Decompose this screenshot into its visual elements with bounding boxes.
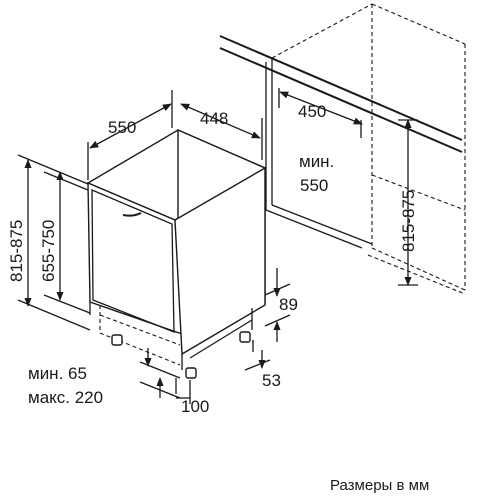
dim-niche-min-label: мин.	[299, 152, 334, 171]
niche-outline	[219, 3, 466, 295]
dim-plinth-min: мин. 65	[28, 364, 87, 383]
dim-plinth-89: 89	[279, 295, 298, 314]
dim-foot-100: 100	[181, 397, 209, 416]
dim-height-total: 815-875	[7, 220, 26, 282]
dim-height-door: 655-750	[39, 220, 58, 282]
dishwasher-dimension-lines	[17, 90, 291, 404]
dishwasher-body	[86, 128, 267, 379]
units-caption: Размеры в мм	[330, 477, 429, 494]
dim-niche-min-550: 550	[300, 176, 328, 195]
dim-plinth-53: 53	[262, 371, 281, 390]
dim-niche-depth-450: 450	[298, 102, 326, 121]
dim-niche-height: 815-875	[399, 190, 418, 252]
niche-dimension-lines	[278, 88, 418, 286]
dim-plinth-max: макс. 220	[28, 388, 103, 407]
dim-depth-550: 550	[108, 118, 136, 137]
dim-width-448: 448	[200, 109, 228, 128]
